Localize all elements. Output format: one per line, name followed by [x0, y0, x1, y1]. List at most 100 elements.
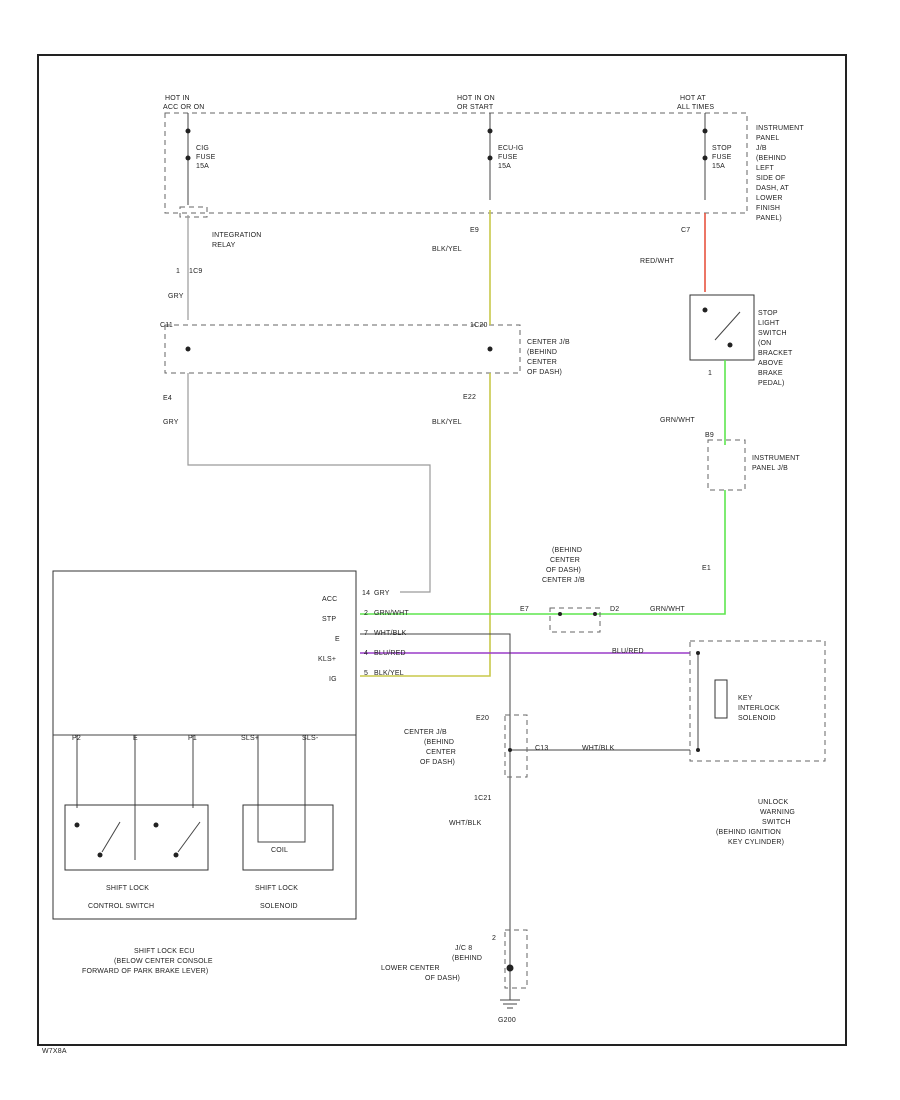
- wire-label-whtblk-2: WHT/BLK: [582, 745, 615, 752]
- pin-no-4: 4: [364, 650, 368, 657]
- pin-acc: ACC: [322, 596, 337, 603]
- svg-text:J/B: J/B: [756, 145, 767, 152]
- svg-text:STOP: STOP: [758, 310, 778, 317]
- svg-text:LIGHT: LIGHT: [758, 320, 780, 327]
- svg-text:LOWER CENTER: LOWER CENTER: [381, 965, 440, 972]
- svg-text:INSTRUMENT: INSTRUMENT: [752, 455, 800, 462]
- ground-label: G200: [498, 1017, 516, 1024]
- source-label-3b: ALL TIMES: [677, 104, 714, 111]
- svg-text:BRACKET: BRACKET: [758, 350, 793, 357]
- source-label-1a: HOT IN: [165, 95, 190, 102]
- conn-1c9: 1C9: [189, 268, 202, 275]
- conn-1c21: 1C21: [474, 795, 492, 802]
- source-label-1b: ACC OR ON: [163, 104, 204, 111]
- svg-text:INSTRUMENT: INSTRUMENT: [756, 125, 804, 132]
- conn-c7: C7: [681, 227, 690, 234]
- fuse-box: HOT IN ACC OR ON HOT IN ON OR START HOT …: [163, 95, 804, 222]
- wire-label-blured-2: BLU/RED: [612, 648, 644, 655]
- fuse-3-label: FUSE: [712, 154, 732, 161]
- fuse-1-label: FUSE: [196, 154, 216, 161]
- solenoid-coil-label: COIL: [271, 847, 288, 854]
- conn-c11: C11: [160, 322, 173, 329]
- center-jb-lower: E20 CENTER J/B (BEHIND CENTER OF DASH): [404, 714, 528, 778]
- gry-wire-lower: [187, 373, 431, 593]
- source-label-2a: HOT IN ON: [457, 95, 495, 102]
- conn-b9: B9: [705, 432, 714, 439]
- term-p1: P1: [188, 735, 197, 742]
- wire-label-gry-2: GRY: [163, 419, 179, 426]
- svg-text:UNLOCK: UNLOCK: [758, 799, 789, 806]
- pin-e: E: [335, 636, 340, 643]
- shift-lock-ecu: ACC STP E KLS+ IG 14 2 7 4 5 GRY GRN/WHT…: [52, 570, 409, 920]
- term-p2: P2: [72, 735, 81, 742]
- conn-1: 1: [176, 268, 180, 275]
- wire-label-blkyel-2: BLK/YEL: [432, 419, 462, 426]
- ecu-caption: SHIFT LOCK ECU (BELOW CENTER CONSOLE FOR…: [82, 948, 213, 975]
- source-label-3a: HOT AT: [680, 95, 706, 102]
- integration-relay: INTEGRATION RELAY: [179, 206, 261, 249]
- svg-text:KEY: KEY: [738, 695, 753, 702]
- svg-text:SHIFT LOCK: SHIFT LOCK: [106, 885, 149, 892]
- conn-e9: E9: [470, 227, 479, 234]
- wire-label-grnwht-ecu: GRN/WHT: [374, 610, 409, 617]
- fuse-2-rating: 15A: [498, 163, 511, 170]
- wire-label-grnwht-2: GRN/WHT: [650, 606, 685, 613]
- conn-e22: E22: [463, 394, 476, 401]
- unlock-warning-switch: UNLOCK WARNING SWITCH (BEHIND IGNITION K…: [716, 799, 795, 846]
- svg-text:ABOVE: ABOVE: [758, 360, 783, 367]
- conn-1c20: 1C20: [470, 322, 488, 329]
- wire-label-redwht: RED/WHT: [640, 258, 675, 265]
- shift-lock-solenoid: COIL SHIFT LOCK SOLENOID: [242, 735, 334, 910]
- diagram-frame: [37, 54, 847, 1046]
- svg-text:OF DASH): OF DASH): [425, 975, 460, 982]
- fuse-box-location: INSTRUMENT PANEL J/B (BEHIND LEFT SIDE O…: [756, 125, 804, 222]
- svg-text:OF DASH): OF DASH): [546, 567, 581, 574]
- wire-label-blkyel-ecu: BLK/YEL: [374, 670, 404, 677]
- fuse-1-name: CIG: [196, 145, 209, 152]
- svg-text:KEY CYLINDER): KEY CYLINDER): [728, 839, 784, 846]
- center-jb-connector: (BEHIND CENTER OF DASH) CENTER J/B E7 D2: [520, 547, 619, 633]
- term-sls-plus: SLS+: [241, 735, 259, 742]
- svg-text:FINISH: FINISH: [756, 205, 780, 212]
- wire-label-whtblk-3: WHT/BLK: [449, 820, 482, 827]
- pin-stp: STP: [322, 616, 336, 623]
- conn-d2: D2: [610, 606, 619, 613]
- pin-no-14: 14: [362, 590, 370, 597]
- svg-text:(BELOW CENTER CONSOLE: (BELOW CENTER CONSOLE: [114, 958, 213, 965]
- wire-label-blured-ecu: BLU/RED: [374, 650, 406, 657]
- svg-text:OF DASH): OF DASH): [420, 759, 455, 766]
- pin-no-7: 7: [364, 630, 368, 637]
- svg-text:SWITCH: SWITCH: [762, 819, 791, 826]
- conn-e1: E1: [702, 565, 711, 572]
- svg-text:RELAY: RELAY: [212, 242, 236, 249]
- svg-text:CENTER J/B: CENTER J/B: [527, 339, 570, 346]
- svg-text:CENTER J/B: CENTER J/B: [542, 577, 585, 584]
- svg-text:LOWER: LOWER: [756, 195, 783, 202]
- svg-text:(ON: (ON: [758, 340, 771, 347]
- svg-text:SOLENOID: SOLENOID: [260, 903, 298, 910]
- svg-text:(BEHIND: (BEHIND: [424, 739, 454, 746]
- diagram-code: W7X8A: [42, 1048, 67, 1055]
- svg-text:SWITCH: SWITCH: [758, 330, 787, 337]
- svg-text:PANEL): PANEL): [756, 215, 782, 222]
- term-sls-minus: SLS-: [302, 735, 319, 742]
- svg-text:(BEHIND: (BEHIND: [527, 349, 557, 356]
- svg-text:PEDAL): PEDAL): [758, 380, 785, 387]
- key-interlock-solenoid: KEY INTERLOCK SOLENOID: [689, 640, 826, 762]
- svg-text:CENTER J/B: CENTER J/B: [404, 729, 447, 736]
- pin-kls: KLS+: [318, 656, 336, 663]
- svg-text:LEFT: LEFT: [756, 165, 774, 172]
- svg-text:DASH, AT: DASH, AT: [756, 185, 790, 192]
- jc-connector: 2 J/C 8 (BEHIND LOWER CENTER OF DASH): [381, 929, 528, 989]
- svg-text:SHIFT LOCK: SHIFT LOCK: [255, 885, 298, 892]
- conn-e7: E7: [520, 606, 529, 613]
- svg-text:OF DASH): OF DASH): [527, 369, 562, 376]
- svg-text:CENTER: CENTER: [527, 359, 557, 366]
- svg-text:CENTER: CENTER: [550, 557, 580, 564]
- wire-label-whtblk-ecu: WHT/BLK: [374, 630, 407, 637]
- ground-symbol: G200: [498, 999, 520, 1024]
- pin-no-2: 2: [364, 610, 368, 617]
- conn-c13: C13: [535, 745, 548, 752]
- svg-text:FORWARD OF PARK BRAKE LEVER): FORWARD OF PARK BRAKE LEVER): [82, 968, 208, 975]
- svg-text:SIDE OF: SIDE OF: [756, 175, 785, 182]
